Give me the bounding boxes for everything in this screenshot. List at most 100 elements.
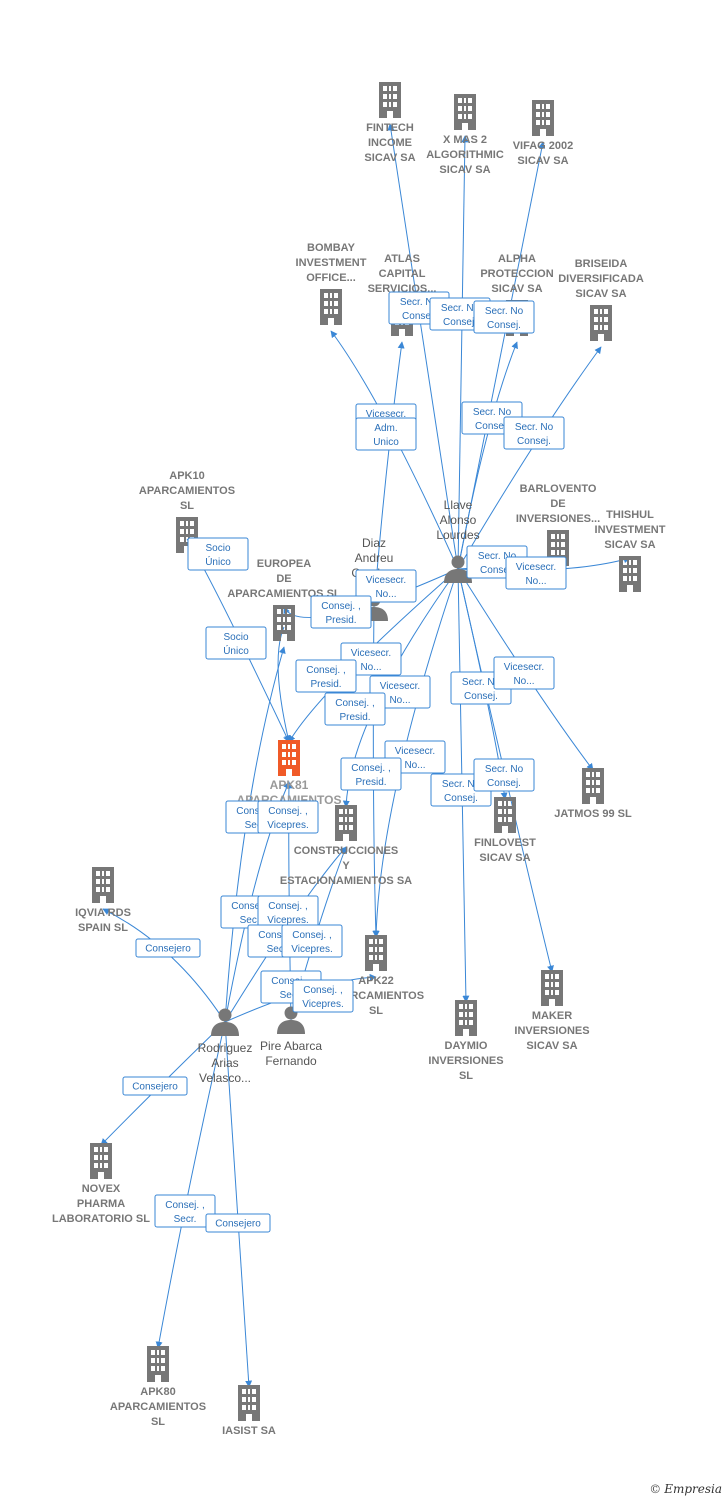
- role-text: Consej.: [475, 421, 509, 432]
- role-text: Vicepres.: [267, 820, 309, 831]
- role-text: Consej.: [464, 691, 498, 702]
- node-label: CONSTRUCCIONES: [294, 845, 399, 857]
- node-label: SICAV SA: [517, 155, 568, 167]
- node-label: SL: [180, 500, 194, 512]
- role-text: Vicesecr.: [351, 648, 391, 659]
- node-label: DE: [550, 498, 565, 510]
- building-icon: [238, 1385, 260, 1421]
- role-text: Consej.: [480, 565, 514, 576]
- role-text: Consej. ,: [306, 665, 345, 676]
- node-label: SPAIN SL: [78, 922, 128, 934]
- node-label: ATLAS: [384, 253, 420, 265]
- role-text: Secr. No: [441, 303, 480, 314]
- node-label: INVESTMENT: [595, 524, 666, 536]
- node-label: NOVEX: [82, 1183, 121, 1195]
- role-text: No...: [360, 662, 381, 673]
- role-text: Vicepres.: [267, 915, 309, 926]
- company-node-bombay[interactable]: BOMBAYINVESTMENTOFFICE...: [296, 242, 367, 325]
- node-label: APK22: [358, 975, 393, 987]
- role-text: Consej.: [517, 436, 551, 447]
- role-text: Secr.: [245, 820, 268, 831]
- building-icon: [494, 797, 516, 833]
- role-text: Consej.: [487, 320, 521, 331]
- node-label: INVERSIONES: [428, 1055, 503, 1067]
- node-label: OFFICE...: [306, 272, 356, 284]
- node-label: FINTECH: [366, 122, 414, 134]
- person-node-rodriguez[interactable]: RodriguezAriasVelasco...: [198, 1008, 253, 1086]
- node-label: Rodriguez: [198, 1041, 253, 1055]
- copyright-symbol: ©: [649, 1482, 662, 1496]
- building-icon: [532, 100, 554, 136]
- role-text: Consej. ,: [335, 698, 374, 709]
- node-label: CAPITAL: [379, 268, 426, 280]
- node-label: IASIST SA: [222, 1425, 276, 1437]
- node-label: APK81: [270, 778, 309, 792]
- node-label: SICAV SA: [491, 283, 542, 295]
- building-icon: [90, 1143, 112, 1179]
- node-label: Arias: [211, 1056, 238, 1070]
- building-icon: [582, 768, 604, 804]
- role-text: Vicesecr.: [504, 662, 544, 673]
- role-text: Consejero: [132, 1082, 178, 1093]
- node-label: DE: [276, 573, 291, 585]
- company-node-jatmos[interactable]: JATMOS 99 SL: [554, 768, 632, 820]
- node-label: Y: [342, 860, 350, 872]
- role-label: Vicesecr.No...: [493, 656, 555, 690]
- role-text: Consejero: [215, 1219, 261, 1230]
- role-text: Consej. ,: [268, 901, 307, 912]
- role-text: Socio: [223, 632, 248, 643]
- relationship-edge: [277, 626, 291, 743]
- node-label: Fernando: [265, 1054, 317, 1068]
- node-label: BRISEIDA: [575, 258, 628, 270]
- building-icon: [590, 305, 612, 341]
- role-text: Consej.: [402, 311, 436, 322]
- company-node-iasist[interactable]: IASIST SA: [222, 1385, 276, 1437]
- relationship-edge: [155, 1021, 226, 1349]
- node-label: SICAV SA: [604, 539, 655, 551]
- node-label: EUROPEA: [257, 558, 311, 570]
- role-label: Consejero: [122, 1076, 188, 1096]
- role-label: Consej. ,Presid.: [324, 692, 386, 726]
- relationship-edge: [457, 135, 469, 570]
- node-label: Andreu: [355, 551, 394, 565]
- node-label: INCOME: [368, 137, 412, 149]
- role-text: Presid.: [325, 615, 356, 626]
- role-label: Consejero: [135, 938, 201, 958]
- building-icon: [273, 605, 295, 641]
- node-label: SL: [151, 1416, 165, 1428]
- node-label: X MAS 2: [443, 134, 487, 146]
- company-node-atlas[interactable]: ATLASCAPITALSERVICIOS...: [368, 253, 437, 336]
- node-label: ALGORITHMIC: [426, 149, 504, 161]
- building-icon: [147, 1346, 169, 1382]
- relationship-edge: [457, 341, 518, 570]
- company-node-barlovento[interactable]: BARLOVENTODEINVERSIONES...: [516, 483, 600, 566]
- role-text: Socio: [205, 543, 230, 554]
- role-label: Adm.Unico: [355, 417, 417, 451]
- node-label: PHARMA: [77, 1198, 125, 1210]
- role-label: Vicesecr.No...: [505, 556, 567, 590]
- building-icon: [379, 82, 401, 118]
- role-text: Vicesecr.: [366, 575, 406, 586]
- role-text: Consej. ,: [236, 806, 275, 817]
- credit-watermark: ©Empresia: [649, 1482, 722, 1496]
- building-icon: [455, 1000, 477, 1036]
